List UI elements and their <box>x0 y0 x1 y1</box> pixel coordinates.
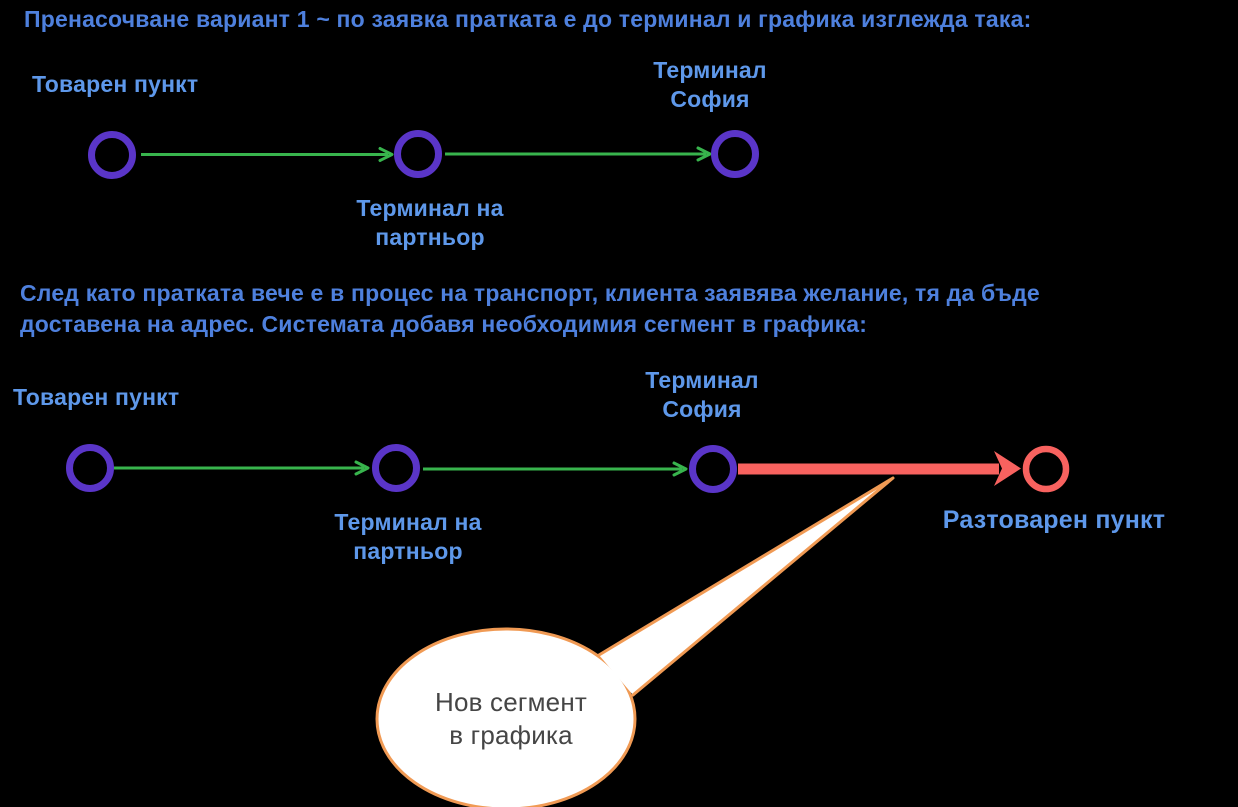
d1-sofia-terminal-label-line1: Терминал <box>653 57 767 83</box>
d1-segment2-arrowhead-icon <box>696 146 712 162</box>
d1-loading-point-label: Товарен пункт <box>32 71 199 97</box>
d2-sofia-terminal-node <box>689 445 737 493</box>
d2-partner-terminal-label: Терминал на партньор <box>308 508 508 566</box>
d1-partner-terminal-node <box>394 130 442 178</box>
d1-sofia-terminal-label: Терминал София <box>610 56 810 114</box>
d1-sofia-terminal-label-line2: София <box>670 86 750 112</box>
explanation-paragraph-line2: доставена на адрес. Системата добавя нео… <box>20 311 868 337</box>
d2-loading-point-node <box>66 444 114 492</box>
explanation-paragraph: След като пратката вече е в процес на тр… <box>20 278 1040 340</box>
d2-loading-point-label: Товарен пункт <box>13 384 180 410</box>
d1-partner-terminal-label-line1: Терминал на <box>356 195 504 221</box>
d2-sofia-terminal-label-line1: Терминал <box>645 367 759 393</box>
d1-partner-terminal-label-line2: партньор <box>375 224 485 250</box>
d2-unloading-point-node <box>1022 445 1070 493</box>
callout-label-line2: в графика <box>449 720 573 750</box>
d2-partner-terminal-node <box>372 444 420 492</box>
callout-bubble <box>375 627 637 807</box>
d1-loading-point-node <box>88 131 136 179</box>
explanation-paragraph-line1: След като пратката вече е в процес на тр… <box>20 280 1040 306</box>
d2-partner-terminal-label-line1: Терминал на <box>334 509 482 535</box>
callout-label-line1: Нов сегмент <box>434 687 588 717</box>
d1-partner-terminal-label: Терминал на партньор <box>330 194 530 252</box>
d1-segment1-arrowhead-icon <box>378 147 394 162</box>
d2-unloading-point-label: Разтоварен пункт <box>942 506 1166 534</box>
callout-label: Нов сегмент в графика <box>396 686 626 752</box>
d2-new-segment-arrowhead-icon <box>994 451 1021 486</box>
d2-partner-terminal-label-line2: партньор <box>353 538 463 564</box>
callout-tail <box>597 476 895 697</box>
d2-sofia-terminal-label: Терминал София <box>602 366 802 424</box>
d2-sofia-terminal-label-line2: София <box>662 396 742 422</box>
section-title: Пренасочване вариант 1 ~ по заявка пратк… <box>24 6 1032 32</box>
d2-segment2-arrowhead-icon <box>672 461 688 477</box>
d2-segment1-arrowhead-icon <box>354 460 370 476</box>
d1-sofia-terminal-node <box>711 130 759 178</box>
